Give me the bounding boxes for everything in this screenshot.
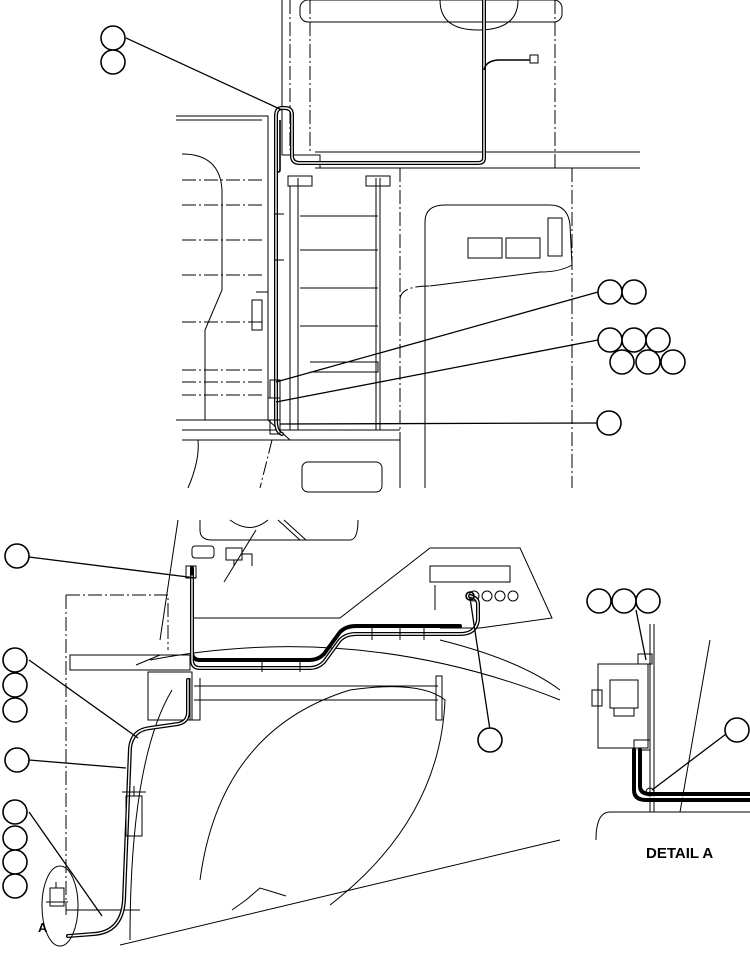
detail-a-view: DETAIL A xyxy=(586,588,750,862)
callout-bubble xyxy=(2,799,28,825)
callout-bubble xyxy=(4,747,30,773)
detail-a-marker: A xyxy=(38,865,79,947)
callout-bubble xyxy=(2,672,28,698)
callout-bubble xyxy=(596,410,622,436)
engine-hood xyxy=(399,204,573,488)
hood-outline xyxy=(69,547,553,671)
callout-bubble xyxy=(597,279,623,305)
callout-bubble xyxy=(609,349,635,375)
callout-bubble xyxy=(4,543,30,569)
callout-bubble xyxy=(660,349,686,375)
callout-bubble xyxy=(597,327,623,353)
side-callouts xyxy=(2,543,503,917)
left-body-panel xyxy=(176,115,269,431)
cab-roof-outline xyxy=(281,0,640,169)
ladder-structure xyxy=(287,168,573,488)
side-view: A xyxy=(2,519,561,947)
callout-bubble xyxy=(586,588,612,614)
callout-bubble xyxy=(635,349,661,375)
callout-bubble xyxy=(611,588,637,614)
callout-bubble xyxy=(2,697,28,723)
top-wiring-harness xyxy=(267,0,539,436)
callout-bubble xyxy=(621,279,647,305)
callout-bubble xyxy=(635,588,661,614)
callout-bubble xyxy=(645,327,671,353)
callout-bubble xyxy=(100,25,126,51)
callout-bubble xyxy=(2,873,28,899)
lower-deck xyxy=(182,419,401,493)
top-view xyxy=(100,0,686,493)
callout-bubble xyxy=(724,717,750,743)
tire-outline xyxy=(119,639,561,946)
top-callouts xyxy=(100,25,686,436)
callout-bubble xyxy=(477,727,503,753)
callout-bubble xyxy=(621,327,647,353)
callout-bubble xyxy=(2,647,28,673)
callout-bubble xyxy=(100,49,126,75)
side-wiring-harness xyxy=(66,565,480,938)
callout-bubble xyxy=(2,825,28,851)
detail-caption: DETAIL A xyxy=(646,845,713,862)
frame-beam xyxy=(147,671,443,721)
callout-bubble xyxy=(2,849,28,875)
detail-marker-letter: A xyxy=(38,920,48,935)
